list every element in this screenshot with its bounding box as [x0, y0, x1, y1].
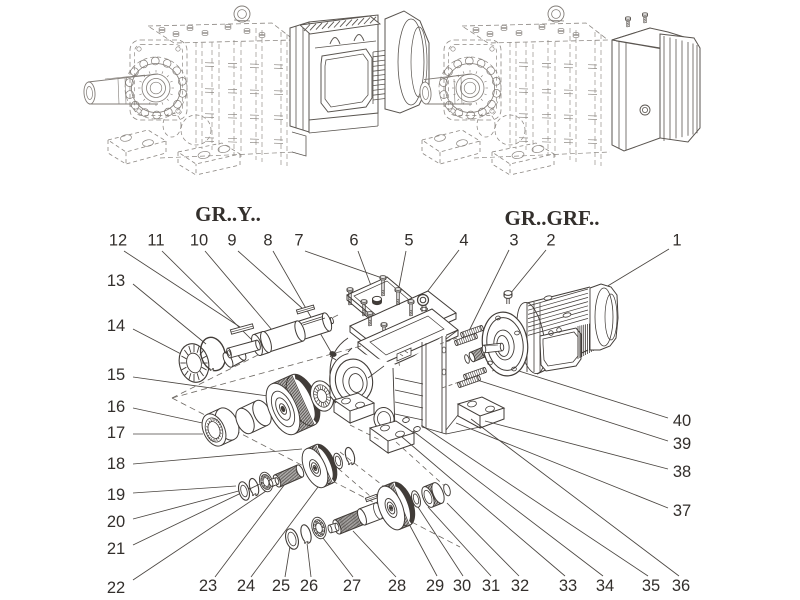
svg-text:31: 31 [482, 577, 500, 595]
svg-text:9: 9 [227, 232, 236, 250]
svg-text:16: 16 [107, 398, 125, 416]
svg-text:12: 12 [109, 232, 127, 250]
svg-text:2: 2 [546, 232, 555, 250]
svg-text:40: 40 [673, 412, 691, 430]
svg-text:4: 4 [459, 232, 468, 250]
svg-text:32: 32 [511, 577, 529, 595]
svg-text:36: 36 [672, 577, 690, 595]
svg-text:15: 15 [107, 366, 125, 384]
svg-text:GR..GRF..: GR..GRF.. [505, 206, 600, 230]
svg-text:8: 8 [263, 232, 272, 250]
svg-text:37: 37 [673, 502, 691, 520]
svg-text:38: 38 [673, 463, 691, 481]
svg-text:6: 6 [349, 232, 358, 250]
svg-text:26: 26 [300, 577, 318, 595]
svg-text:35: 35 [642, 577, 660, 595]
svg-text:39: 39 [673, 435, 691, 453]
svg-text:13: 13 [107, 272, 125, 290]
svg-text:17: 17 [107, 424, 125, 442]
svg-text:22: 22 [107, 579, 125, 597]
svg-text:25: 25 [272, 577, 290, 595]
svg-text:11: 11 [147, 232, 164, 250]
svg-text:20: 20 [107, 513, 125, 531]
svg-text:10: 10 [190, 232, 208, 250]
svg-text:27: 27 [343, 577, 361, 595]
svg-text:14: 14 [107, 317, 125, 335]
svg-text:24: 24 [237, 577, 255, 595]
svg-text:18: 18 [107, 455, 125, 473]
svg-text:28: 28 [388, 577, 406, 595]
svg-text:7: 7 [294, 232, 303, 250]
svg-text:23: 23 [199, 577, 217, 595]
svg-text:19: 19 [107, 486, 125, 504]
svg-text:21: 21 [107, 540, 125, 558]
svg-text:30: 30 [453, 577, 471, 595]
svg-text:33: 33 [559, 577, 577, 595]
svg-text:34: 34 [596, 577, 614, 595]
svg-text:GR..Y..: GR..Y.. [195, 202, 261, 226]
svg-text:1: 1 [672, 232, 681, 250]
svg-text:3: 3 [509, 232, 518, 250]
svg-text:29: 29 [426, 577, 444, 595]
svg-text:5: 5 [404, 232, 413, 250]
